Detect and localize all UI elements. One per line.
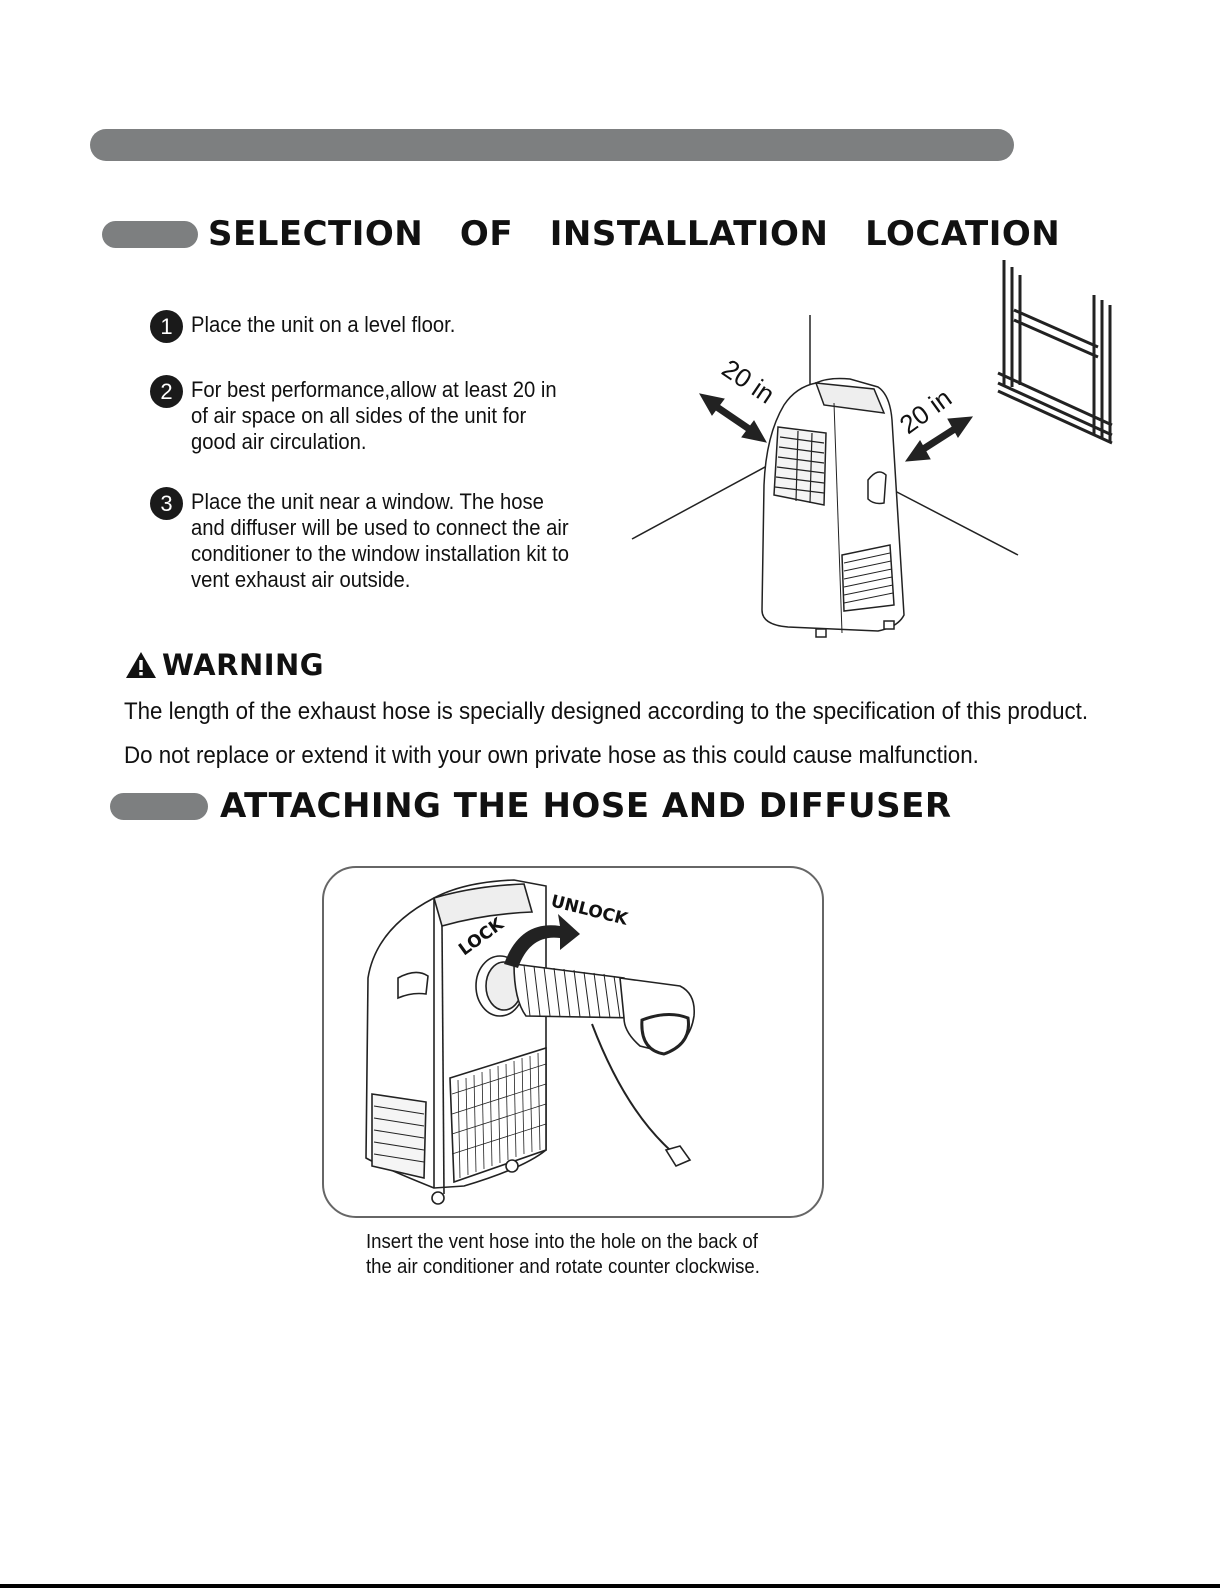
warning-block: WARNING The length of the exhaust hose i… bbox=[124, 648, 1204, 786]
step-number-badge: 3 bbox=[150, 487, 183, 520]
warning-title: WARNING bbox=[162, 648, 325, 682]
section-heading-hose-diffuser: ATTACHING THE HOSE AND DIFFUSER bbox=[110, 786, 952, 826]
section-title: ATTACHING THE HOSE AND DIFFUSER bbox=[220, 786, 952, 826]
step-text: For best performance,allow at least 20 i… bbox=[191, 377, 557, 454]
portable-ac-unit bbox=[761, 377, 905, 638]
hose-attachment-figure: LOCK UNLOCK bbox=[322, 866, 824, 1218]
step-number-badge: 2 bbox=[150, 375, 183, 408]
hose-attachment-illustration: LOCK UNLOCK bbox=[365, 879, 696, 1205]
step-item: 2 For best performance,allow at least 20… bbox=[150, 375, 610, 455]
section-pill-marker bbox=[110, 792, 208, 820]
step-text: Place the unit near a window. The hose a… bbox=[191, 489, 570, 592]
rotate-arrow-icon bbox=[504, 914, 580, 968]
clearance-diagram: 20 in 20 in bbox=[631, 260, 1113, 638]
clearance-arrow-left bbox=[699, 393, 767, 443]
figure-caption: Insert the vent hose into the hole on th… bbox=[366, 1230, 794, 1280]
warning-text-line: The length of the exhaust hose is specia… bbox=[124, 698, 1089, 725]
caption-line: the air conditioner and rotate counter c… bbox=[366, 1256, 760, 1278]
section-title: SELECTION OF INSTALLATION LOCATION bbox=[208, 214, 1061, 254]
section-heading-installation-location: SELECTION OF INSTALLATION LOCATION bbox=[102, 214, 1060, 254]
header-bar bbox=[90, 129, 1014, 161]
step-number-badge: 1 bbox=[150, 310, 183, 343]
window-illustration bbox=[997, 260, 1113, 445]
clearance-arrow-right bbox=[904, 416, 974, 462]
caption-line: Insert the vent hose into the hole on th… bbox=[366, 1231, 758, 1253]
section-pill-marker bbox=[102, 220, 198, 248]
warning-text-line: Do not replace or extend it with your ow… bbox=[124, 742, 979, 769]
warning-triangle-icon bbox=[126, 652, 156, 678]
bottom-rule bbox=[0, 1584, 1220, 1588]
step-item: 1 Place the unit on a level floor. bbox=[150, 310, 610, 343]
installation-steps: 1 Place the unit on a level floor. 2 For… bbox=[150, 310, 610, 627]
clearance-label-left: 20 in bbox=[717, 353, 781, 409]
step-text: Place the unit on a level floor. bbox=[191, 312, 456, 337]
step-item: 3 Place the unit near a window. The hose… bbox=[150, 487, 610, 593]
warning-heading: WARNING bbox=[124, 648, 1204, 682]
